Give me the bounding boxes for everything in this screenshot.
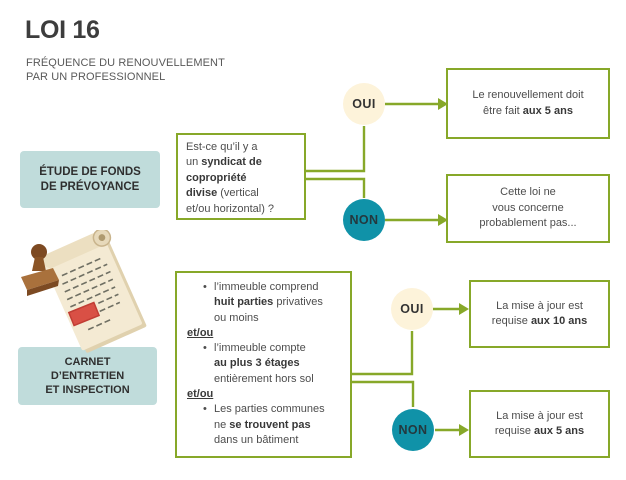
label-etude-de-fonds: ÉTUDE DE FONDS DE PRÉVOYANCE [20,151,160,208]
oui-badge-decision2: OUI [391,288,433,330]
non-badge-decision2: NON [392,409,434,451]
non-badge-decision1: NON [343,199,385,241]
label-carnet-entretien: CARNET D’ENTRETIEN ET INSPECTION [18,347,157,405]
bullet-marker: • [203,281,207,293]
criteria-separator-2: et/ou [187,388,214,401]
document-scroll-illustration [21,230,147,353]
page-title: LOI 16 [25,16,100,44]
bullet-marker: • [203,403,207,416]
criteria-separator-1: et/ou [187,326,214,339]
document-scroll-icon [42,230,147,353]
bullet-marker: • [203,342,207,355]
oui-badge-decision1: OUI [343,83,385,125]
page-subtitle: FRÉQUENCE DU RENOUVELLEMENT PAR UN PROFE… [26,57,225,83]
rubber-stamp-icon [21,244,59,296]
